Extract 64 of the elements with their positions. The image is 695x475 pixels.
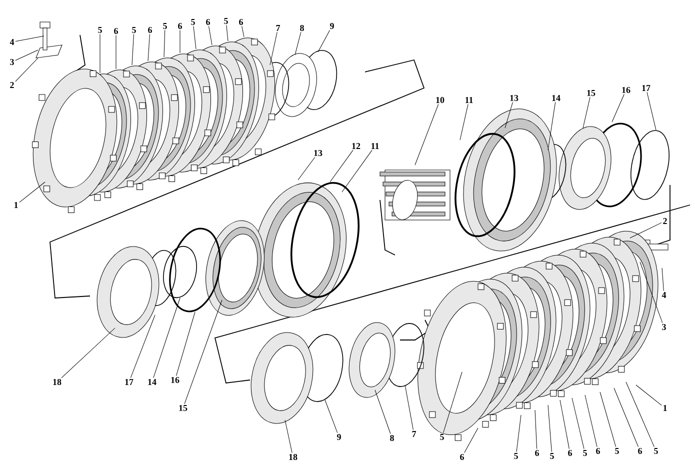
- leader-line: [298, 156, 316, 180]
- leader-line: [646, 92, 656, 130]
- callout-number: 5: [550, 453, 554, 459]
- callout-number: 1: [14, 202, 18, 208]
- leader-line: [15, 50, 38, 61]
- leader-line: [600, 392, 616, 448]
- leader-line: [15, 36, 44, 42]
- leader-line: [164, 30, 166, 58]
- callout-number: 6: [239, 18, 243, 26]
- leader-line: [284, 420, 292, 454]
- callout-number: 2: [10, 82, 14, 88]
- callout-number: 6: [206, 18, 210, 26]
- callout-number: 6: [638, 448, 642, 454]
- leader-line: [176, 312, 196, 376]
- leader-line: [640, 262, 663, 324]
- leader-line: [548, 102, 556, 150]
- leader-line: [560, 400, 570, 450]
- leader-line: [460, 104, 468, 140]
- callout-number: 3: [10, 58, 14, 66]
- leader-line: [414, 104, 439, 166]
- leader-line: [148, 34, 150, 62]
- leader-line: [404, 384, 414, 430]
- leader-line: [242, 26, 244, 38]
- callout-number: 6: [568, 450, 572, 456]
- callout-number: 5: [224, 18, 228, 24]
- leader-line: [294, 32, 302, 56]
- leader-line: [342, 150, 372, 192]
- leader-line: [582, 96, 590, 128]
- leader-line: [464, 428, 478, 454]
- leader-line: [572, 398, 584, 450]
- callout-number: 5: [654, 448, 658, 454]
- leader-line: [324, 400, 338, 434]
- leader-line: [153, 298, 180, 378]
- leader-line: [193, 26, 196, 50]
- callout-number: 18: [289, 454, 298, 460]
- leader-line: [330, 150, 354, 182]
- leader-line: [130, 314, 156, 378]
- callout-number: 4: [10, 39, 14, 45]
- callout-number: 6: [460, 454, 464, 460]
- leader-line: [636, 384, 662, 406]
- leader-line: [612, 94, 624, 122]
- leader-line: [132, 34, 134, 66]
- leader-line: [270, 32, 278, 66]
- callout-number: 6: [596, 448, 600, 454]
- leader-line: [208, 26, 212, 46]
- leader-line: [15, 58, 38, 82]
- callout-number: 5: [583, 450, 587, 456]
- leader-line: [548, 404, 552, 452]
- leader-line: [534, 410, 538, 450]
- leader-line: [626, 382, 654, 448]
- callout-number: 5: [191, 19, 195, 25]
- leader-line: [19, 182, 46, 203]
- leader-line: [584, 394, 598, 448]
- leader-line: [61, 328, 116, 378]
- leader-line: [516, 414, 522, 452]
- callout-number: 5: [514, 453, 518, 459]
- leader-line: [318, 30, 330, 52]
- callout-number: 5: [615, 448, 619, 454]
- callout-number: 6: [535, 450, 539, 456]
- leader-line: [614, 388, 639, 448]
- leader-line: [226, 24, 228, 42]
- leader-line: [374, 390, 391, 434]
- leader-line: [184, 300, 222, 404]
- leader-line: [662, 268, 664, 292]
